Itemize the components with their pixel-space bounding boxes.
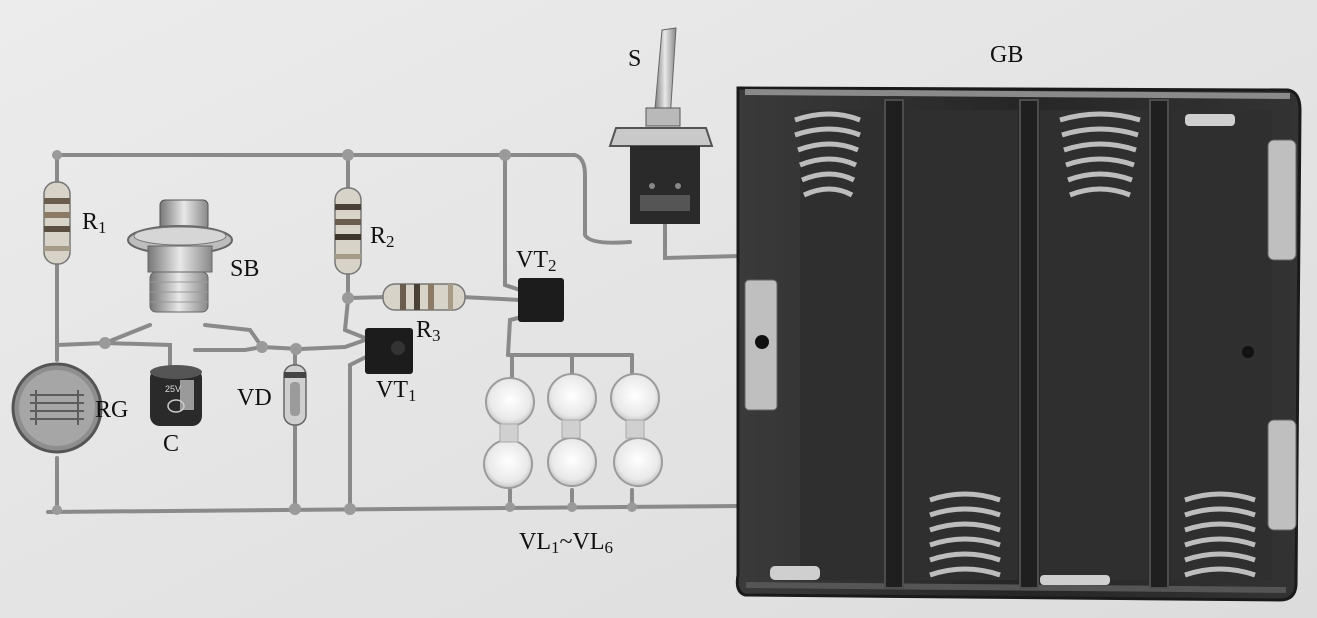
resistor-r1 — [43, 181, 71, 265]
label-vt1-sub: 1 — [408, 386, 417, 405]
transistor-vt2 — [518, 278, 564, 322]
label-r3-sub: 3 — [432, 326, 441, 345]
label-vt1-main: VT — [376, 377, 408, 403]
label-rg-text: RG — [95, 397, 129, 423]
toggle-switch-s — [608, 27, 714, 224]
label-c-text: C — [163, 431, 180, 457]
label-c: C — [163, 432, 179, 456]
solder-joints — [52, 149, 637, 515]
resistor-r3 — [382, 283, 466, 311]
label-r2: R2 — [370, 224, 395, 250]
label-gb: GB — [990, 43, 1023, 67]
resistor-r2 — [334, 187, 362, 275]
label-vl-sub-a: 1 — [551, 538, 560, 557]
label-vl-sep: ~VL — [559, 529, 605, 555]
diode-vd — [283, 364, 307, 426]
label-vl-main: VL — [519, 529, 551, 555]
photoresistor-rg — [11, 362, 103, 454]
label-sb: SB — [230, 257, 259, 281]
label-r1-sub: 1 — [98, 218, 107, 237]
battery-holder-gb — [735, 86, 1302, 602]
transistor-vt1 — [365, 328, 413, 374]
svg-text:25V: 25V — [165, 384, 181, 394]
label-vd-text: VD — [237, 385, 272, 411]
label-s-text: S — [628, 46, 642, 72]
label-r3: R3 — [416, 318, 441, 344]
label-sb-text: SB — [230, 256, 260, 282]
led-array — [483, 373, 663, 489]
label-vt2-main: VT — [516, 247, 548, 273]
label-r3-main: R — [416, 317, 433, 343]
label-vd: VD — [237, 386, 272, 410]
label-vl: VL1~VL6 — [519, 530, 613, 556]
label-r1: R1 — [82, 210, 107, 236]
label-gb-text: GB — [990, 42, 1024, 68]
label-s: S — [628, 47, 641, 71]
label-vl-sub-b: 6 — [604, 538, 613, 557]
push-button-sb — [127, 199, 233, 313]
label-vt2: VT2 — [516, 248, 557, 274]
label-rg: RG — [95, 398, 128, 422]
label-vt1: VT1 — [376, 378, 417, 404]
label-r2-main: R — [370, 223, 387, 249]
label-r1-main: R — [82, 209, 99, 235]
capacitor-c: 25V — [150, 365, 202, 426]
label-r2-sub: 2 — [386, 232, 395, 251]
label-vt2-sub: 2 — [548, 256, 557, 275]
